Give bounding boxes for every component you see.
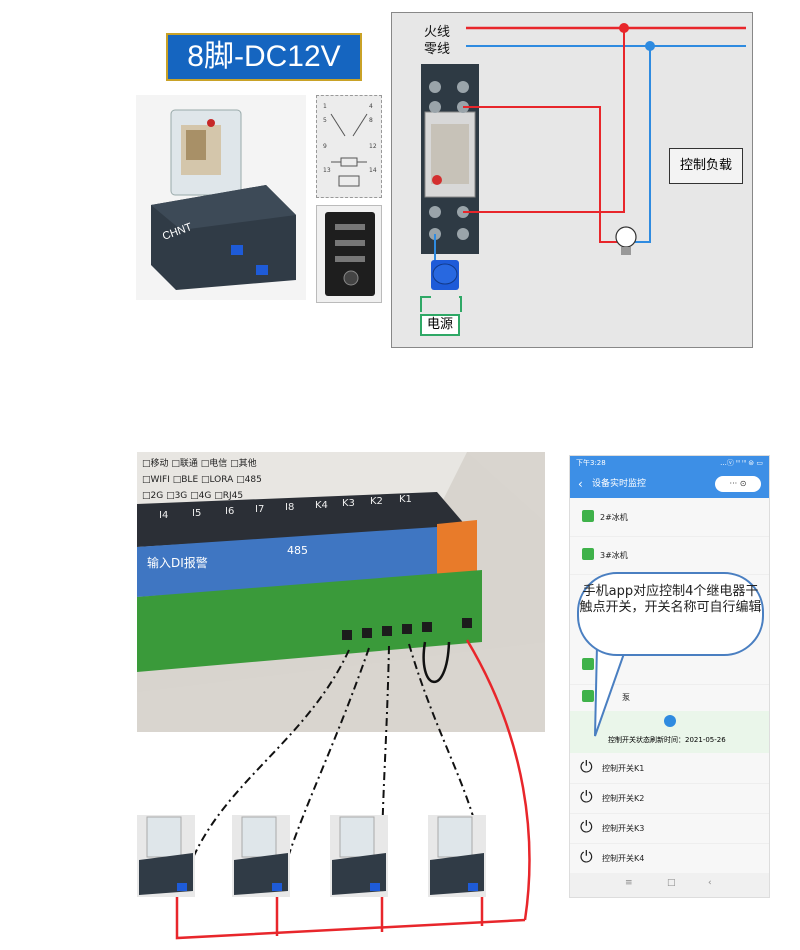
relay-unit-4: [428, 815, 486, 897]
menu-nav-icon[interactable]: ≡: [625, 878, 633, 888]
svg-text:K4: K4: [315, 500, 328, 511]
device-name: 泵: [622, 693, 630, 702]
svg-text:13: 13: [323, 167, 331, 174]
power-icon[interactable]: ⏻: [580, 847, 593, 866]
more-icon[interactable]: ···: [729, 479, 738, 488]
svg-text:I6: I6: [225, 506, 234, 517]
option-row-1: □移动 □联通 □电信 □其他: [142, 457, 257, 469]
device-name: 3#冰机: [600, 551, 628, 560]
svg-text:K1: K1: [399, 494, 412, 505]
alarm-light-icon: [582, 510, 594, 522]
power-icon[interactable]: ⏻: [580, 757, 593, 776]
callout-text: 手机app对应控制4个继电器干触点开关，开关名称可自行编辑: [579, 584, 762, 615]
relay-illustration: CHNT: [151, 109, 296, 290]
control-load-label: 控制负载: [669, 148, 743, 184]
refresh-time-text: 控制开关状态刷新时间：2021-05-26: [608, 736, 726, 744]
device-item[interactable]: 3#冰机: [570, 536, 769, 575]
status-icons: ...ⓥ ᴵᴵᴵ ᴵᴵᴵ ⊜ ▭: [720, 459, 763, 467]
svg-text:14: 14: [369, 167, 377, 174]
back-nav-icon[interactable]: ‹: [708, 878, 712, 888]
switch-label: 控制开关K4: [602, 854, 645, 863]
svg-text:I8: I8: [285, 502, 294, 513]
product-title-banner: 8脚-DC12V: [166, 33, 362, 81]
relay-photo: CHNT: [136, 95, 306, 300]
refresh-panel: 控制开关状态刷新时间：2021-05-26: [570, 711, 769, 753]
relay-wiring-lines: [175, 639, 531, 940]
relay-unit-3: [330, 815, 388, 897]
svg-text:I7: I7: [255, 504, 264, 515]
svg-text:K2: K2: [370, 496, 383, 507]
svg-text:K3: K3: [342, 498, 355, 509]
power-supply-label: 电源: [420, 314, 460, 336]
alarm-light-icon: [582, 690, 594, 702]
option-row-3: □2G □3G □4G □RJ45: [142, 491, 243, 501]
socket-photo: [316, 205, 382, 303]
switch-label: 控制开关K1: [602, 764, 645, 773]
power-icon[interactable]: ⏻: [580, 817, 593, 836]
phone-nav-bar: ≡ □ ‹: [570, 873, 769, 897]
device-item[interactable]: 2#冰机: [570, 498, 769, 537]
alarm-light-icon: [582, 658, 594, 670]
power-button-icon: [431, 260, 459, 290]
switch-item[interactable]: ⏻ 控制开关K1: [570, 753, 769, 784]
power-icon[interactable]: ⏻: [580, 787, 593, 806]
home-nav-icon[interactable]: □: [667, 878, 676, 888]
panel-title: 输入DI报警: [147, 555, 208, 570]
mini-program-capsule[interactable]: ··· ⊙: [715, 476, 761, 492]
switch-item[interactable]: ⏻ 控制开关K4: [570, 843, 769, 874]
controller-module-photo: □移动 □联通 □电信 □其他 □WIFI □BLE □LORA □485 □2…: [137, 452, 545, 732]
relay-unit-1: [137, 815, 195, 897]
svg-text:I5: I5: [192, 508, 201, 519]
svg-text:9: 9: [323, 143, 327, 150]
refresh-icon[interactable]: [664, 715, 676, 727]
switch-label: 控制开关K2: [602, 794, 645, 803]
option-row-2: □WIFI □BLE □LORA □485: [142, 475, 262, 485]
neutral-wire-label: 零线: [424, 42, 451, 57]
panel-485: 485: [287, 544, 308, 557]
callout-bubble: 手机app对应控制4个继电器干触点开关，开关名称可自行编辑: [577, 572, 764, 656]
svg-text:4: 4: [369, 103, 373, 110]
svg-text:12: 12: [369, 143, 377, 150]
phone-status-bar: 下午3:28 ...ⓥ ᴵᴵᴵ ᴵᴵᴵ ⊜ ▭: [570, 456, 769, 470]
switch-label: 控制开关K3: [602, 824, 645, 833]
relay-unit-2: [232, 815, 290, 897]
device-name: 2#冰机: [600, 513, 628, 522]
svg-text:I4: I4: [159, 510, 168, 521]
page-title: 设备实时监控: [592, 479, 647, 489]
live-wire-label: 火线: [424, 25, 451, 40]
alarm-light-icon: [582, 548, 594, 560]
switch-item[interactable]: ⏻ 控制开关K2: [570, 783, 769, 814]
svg-text:5: 5: [323, 117, 327, 124]
svg-text:1: 1: [323, 103, 327, 110]
wiring-diagram: [420, 23, 746, 312]
status-time: 下午3:28: [576, 459, 606, 467]
back-icon[interactable]: ‹: [578, 477, 583, 491]
svg-text:8: 8: [369, 117, 373, 124]
phone-header: ‹ 设备实时监控 ··· ⊙: [570, 470, 769, 498]
lightbulb-icon: [615, 226, 637, 255]
switch-item[interactable]: ⏻ 控制开关K3: [570, 813, 769, 844]
